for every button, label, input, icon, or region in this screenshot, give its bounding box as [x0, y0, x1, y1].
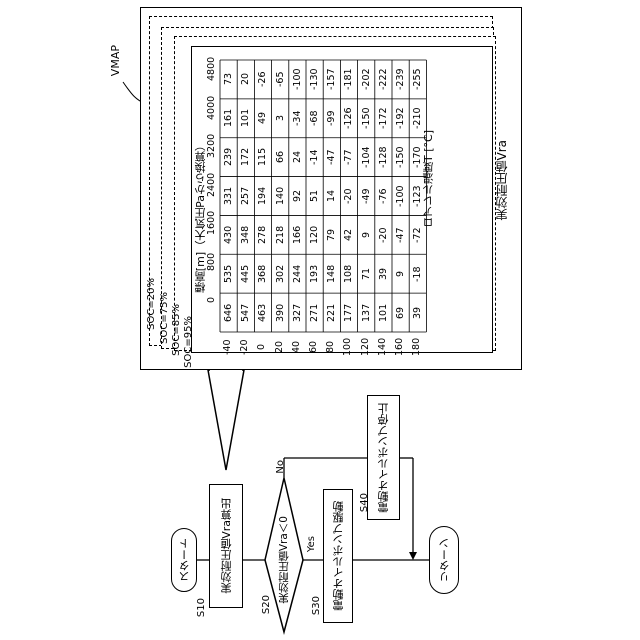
s40-label: 電動オイルポンプ停止	[378, 403, 389, 513]
vmap-cell: -26	[258, 65, 268, 93]
vmap-cell: -128	[379, 143, 389, 171]
vmap-cell: 140	[276, 182, 286, 210]
vmap-cell: -255	[413, 65, 423, 93]
s20-label: 実効耐圧値Vra＜0	[279, 516, 290, 604]
vmap-cell: 9	[362, 221, 372, 249]
s10-step-id: S10	[197, 598, 207, 617]
vmap-cell: 20	[241, 65, 251, 93]
vmap-cell: 137	[362, 299, 372, 327]
vmap-cell: 463	[258, 299, 268, 327]
vmap-cell: -18	[413, 260, 423, 288]
vmap-cell: 327	[293, 299, 303, 327]
vmap-cell: 73	[224, 65, 234, 93]
vmap-cell: -123	[413, 182, 423, 210]
vmap-cell: -99	[327, 104, 337, 132]
vmap-cell: -150	[396, 143, 406, 171]
vmap-cell: -192	[396, 104, 406, 132]
vmap-cell: -157	[327, 65, 337, 93]
vmap-cell: 51	[310, 182, 320, 210]
vmap-cell: 120	[310, 221, 320, 249]
vmap-cell: -47	[396, 221, 406, 249]
vmap-cell: 69	[396, 299, 406, 327]
vmap-cell: 239	[224, 143, 234, 171]
vmap-cell: 348	[241, 221, 251, 249]
vmap-cell: 445	[241, 260, 251, 288]
vmap-cell: 278	[258, 221, 268, 249]
vmap-cell: 193	[310, 260, 320, 288]
vmap-cell: 302	[276, 260, 286, 288]
vmap-cell: -20	[344, 182, 354, 210]
vmap-cell: 92	[293, 182, 303, 210]
vmap-cell: 535	[224, 260, 234, 288]
start-label: スタート	[179, 538, 190, 582]
vmap-cell: 79	[327, 221, 337, 249]
vmap-cell: -20	[379, 221, 389, 249]
s40-step-id: S40	[360, 493, 370, 512]
vmap-cell: -100	[396, 182, 406, 210]
vmap-cell: 218	[276, 221, 286, 249]
vmap-cell: -170	[413, 143, 423, 171]
vmap-cell: -72	[413, 221, 423, 249]
vmap-cell: 148	[327, 260, 337, 288]
vmap-cell: -14	[310, 143, 320, 171]
vmap-cell: 646	[224, 299, 234, 327]
vmap-cell: 115	[258, 143, 268, 171]
vmap-cell: -77	[344, 143, 354, 171]
vmap-cell: 221	[327, 299, 337, 327]
vmap-cell: 14	[327, 182, 337, 210]
yes-label: Yes	[307, 536, 317, 552]
vmap-cell: -126	[344, 104, 354, 132]
vmap-cell: 101	[241, 104, 251, 132]
vmap-cell: 24	[293, 143, 303, 171]
vmap-cell: 39	[413, 299, 423, 327]
vmap-cell: -210	[413, 104, 423, 132]
vmap-cell: -100	[293, 65, 303, 93]
vmap-cell: -202	[362, 65, 372, 93]
vmap-cell: 9	[396, 260, 406, 288]
vmap-cell: -34	[293, 104, 303, 132]
vmap-cell: 368	[258, 260, 268, 288]
vmap-cell: -239	[396, 65, 406, 93]
vmap-cell: 177	[344, 299, 354, 327]
vmap-cell: -222	[379, 65, 389, 93]
no-label: No	[276, 460, 286, 474]
vmap-cell: 547	[241, 299, 251, 327]
vmap-cell: 66	[276, 143, 286, 171]
vmap-cell: -104	[362, 143, 372, 171]
vmap-cell: -130	[310, 65, 320, 93]
vmap-cell: 390	[276, 299, 286, 327]
vmap-cell: 71	[362, 260, 372, 288]
vmap-cell: 101	[379, 299, 389, 327]
vmap-cell: 108	[344, 260, 354, 288]
vmap-cell: -150	[362, 104, 372, 132]
vmap-cell: -68	[310, 104, 320, 132]
s30-label: 電動オイルポンプ駆動	[333, 501, 344, 611]
vmap-cell: -49	[362, 182, 372, 210]
vmap-cell: 42	[344, 221, 354, 249]
vmap-cell: 39	[379, 260, 389, 288]
vmap-cell: 166	[293, 221, 303, 249]
vmap-cell: 172	[241, 143, 251, 171]
vmap-cell: -65	[276, 65, 286, 93]
s20-step-id: S20	[262, 595, 272, 614]
vmap-cell: -76	[379, 182, 389, 210]
vmap-cell: -181	[344, 65, 354, 93]
vmap-cell: 161	[224, 104, 234, 132]
vmap-cell: 3	[276, 104, 286, 132]
end-label: リターン	[439, 538, 450, 582]
s10-label: 実効耐圧値Vra算出	[221, 498, 232, 594]
vmap-cell: 257	[241, 182, 251, 210]
vmap-cell: -47	[327, 143, 337, 171]
vmap-cell: 244	[293, 260, 303, 288]
s30-step-id: S30	[312, 596, 322, 615]
vmap-cell: -172	[379, 104, 389, 132]
vmap-cell: 49	[258, 104, 268, 132]
vmap-cell: 331	[224, 182, 234, 210]
vmap-cell: 430	[224, 221, 234, 249]
vmap-cell: 271	[310, 299, 320, 327]
vmap-cell: 194	[258, 182, 268, 210]
